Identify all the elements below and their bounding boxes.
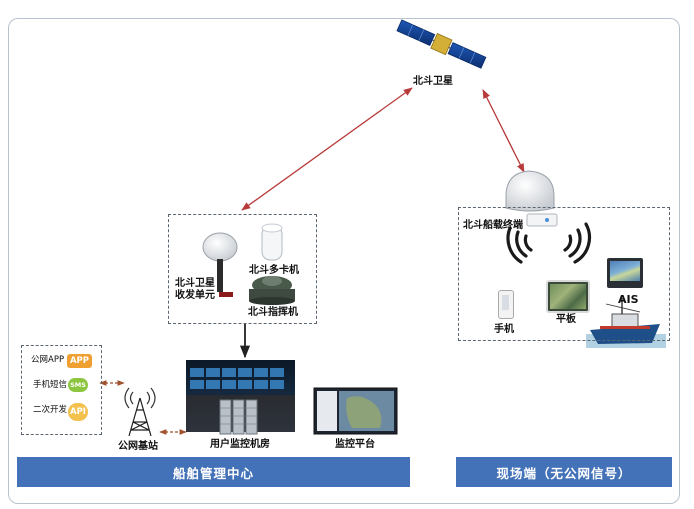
field-terminal-label: 北斗船载终端 [463,220,523,231]
public-services-box [21,345,102,435]
sms-badge-icon: SMS [68,378,88,392]
monitoring-platform-label: 监控平台 [335,439,375,450]
ship-management-center-bar: 船舶管理中心 [17,457,410,487]
service-sms-label: 手机短信 [33,380,68,390]
server-rack-icon [219,399,258,435]
tablet-label: 平板 [556,314,576,325]
monitoring-room-label: 用户监控机房 [210,439,270,450]
multicard-unit-icon [261,223,283,261]
monitor-screen-image [313,387,398,435]
service-api-label: 二次开发 [33,405,68,415]
satellite-field-link [482,89,525,173]
transceiver-label: 北斗卫星 收发单元 [175,278,215,301]
signal-waves-icon [506,222,592,264]
satellite-icon [396,19,487,69]
ais-device-icon [607,258,643,288]
field-terminal-antenna-icon [505,170,558,227]
phone-label: 手机 [494,324,514,335]
commander-label: 北斗指挥机 [248,307,298,318]
phone-icon [498,290,514,319]
fishing-boat-image [586,298,666,348]
ais-label: AIS [618,293,639,306]
field-end-bar: 现场端（无公网信号） [456,457,672,487]
api-badge-icon: API [68,403,88,421]
satellite-label: 北斗卫星 [413,76,453,87]
satellite-center-link [241,87,413,211]
app-badge-icon: APP [67,354,92,368]
base-station-tower-icon [124,387,156,437]
center-equipment-box [168,214,317,324]
tablet-icon [546,280,590,313]
service-app-label: 公网APP [31,355,65,365]
commander-unit-icon [249,276,295,305]
field-equipment-box [458,207,670,341]
multicard-label: 北斗多卡机 [249,265,299,276]
base-station-label: 公网基站 [118,441,158,452]
transceiver-antenna-icon [202,232,238,297]
